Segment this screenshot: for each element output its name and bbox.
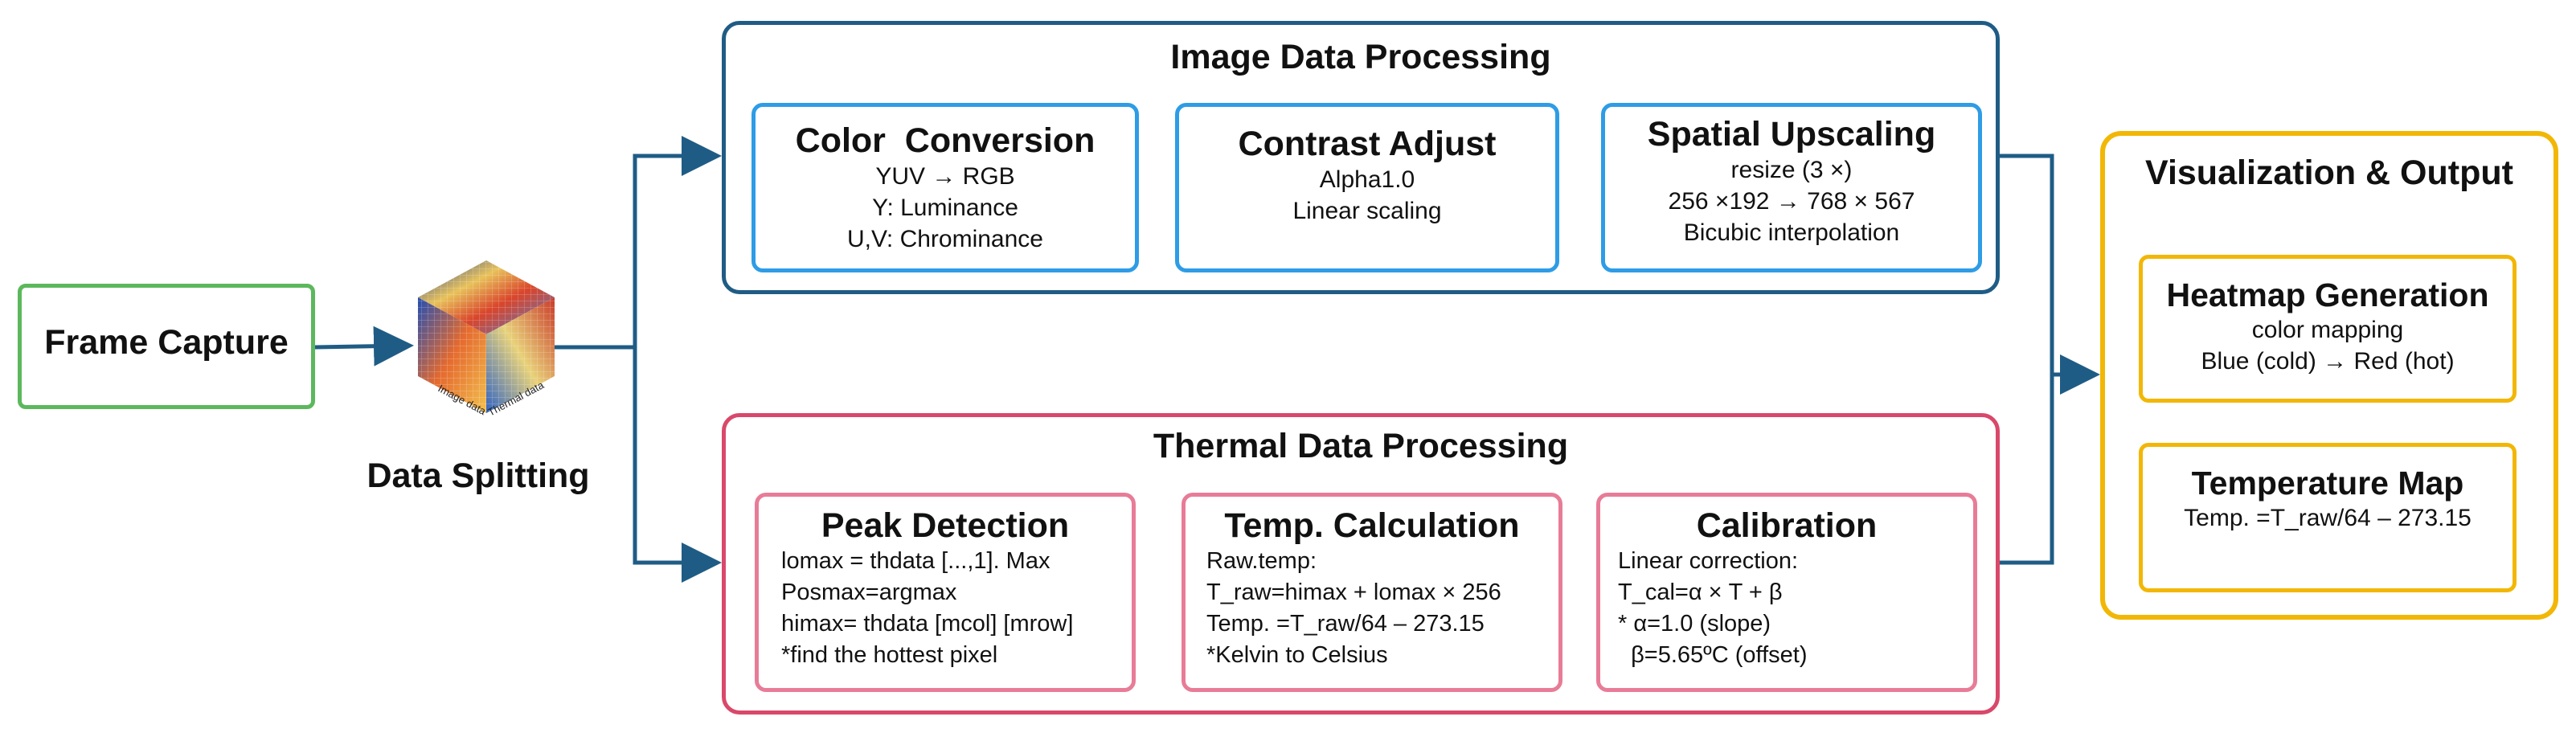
image-processing-title: Image Data Processing: [1170, 38, 1551, 76]
arrow-to-image-processing: [633, 136, 722, 347]
thermal-processing-title: Thermal Data Processing: [1153, 427, 1569, 465]
data-splitting-label: Data Splitting: [367, 457, 590, 495]
calibration-line: Linear correction:: [1618, 548, 1799, 574]
spatial-upscaling-title: Spatial Upscaling: [1647, 115, 1936, 154]
temperature-map-title: Temperature Map: [2191, 465, 2464, 502]
peak-detection-line: himax= thdata [mcol] [mrow]: [781, 611, 1074, 637]
visualization-output-title: Visualization & Output: [2145, 154, 2513, 192]
calibration-line: β=5.65ºC (offset): [1618, 642, 1808, 668]
color-conversion-box: Color Conversion YUV → RGB Y: Luminance …: [752, 103, 1139, 272]
heatmap-generation-title: Heatmap Generation: [2166, 276, 2489, 313]
peak-detection-line: Posmax=argmax: [781, 579, 957, 605]
temp-calculation-line: T_raw=himax + lomax × 256: [1206, 579, 1501, 605]
calibration-title: Calibration: [1696, 506, 1878, 545]
peak-detection-line: *find the hottest pixel: [781, 642, 998, 668]
calibration-line: * α=1.0 (slope): [1618, 611, 1771, 637]
contrast-adjust-title: Contrast Adjust: [1238, 125, 1497, 163]
frame-capture-label: Frame Capture: [44, 323, 289, 362]
spatial-upscaling-line: resize (3 ×): [1730, 157, 1853, 183]
arrow-to-thermal-processing: [633, 347, 722, 583]
temp-calculation-title: Temp. Calculation: [1224, 506, 1520, 545]
spatial-upscaling-line: Bicubic interpolation: [1683, 219, 1900, 246]
image-to-merge: [2000, 154, 2054, 565]
visualization-output-group: Visualization & Output Heatmap Generatio…: [2100, 131, 2558, 620]
peak-detection-box: Peak Detection lomax = thdata [...,1]. M…: [755, 493, 1136, 692]
arrow-frame-to-split: [314, 326, 414, 366]
spatial-upscaling-box: Spatial Upscaling resize (3 ×) 256 ×192 …: [1601, 103, 1982, 272]
heatmap-generation-line: Blue (cold) → Red (hot): [2201, 348, 2455, 375]
contrast-adjust-line: Linear scaling: [1292, 198, 1442, 224]
heatmap-generation-line: color mapping: [2251, 317, 2404, 343]
color-conversion-line: U,V: Chrominance: [847, 226, 1043, 252]
thermal-cube-icon: Image data Thermal data: [418, 260, 555, 419]
temp-calculation-line: Temp. =T_raw/64 – 273.15: [1206, 611, 1485, 637]
peak-detection-line: lomax = thdata [...,1]. Max: [781, 548, 1050, 574]
heatmap-generation-box: Heatmap Generation color mapping Blue (c…: [2139, 255, 2517, 403]
calibration-box: Calibration Linear correction: T_cal=α ×…: [1596, 493, 1977, 692]
image-processing-group: Image Data Processing Color Conversion Y…: [722, 21, 2000, 294]
contrast-adjust-line: Alpha1.0: [1319, 166, 1415, 193]
color-conversion-line: YUV → RGB: [875, 163, 1015, 190]
color-conversion-title: Color Conversion: [795, 121, 1096, 160]
calibration-line: T_cal=α × T + β: [1618, 579, 1783, 605]
temp-calculation-box: Temp. Calculation Raw.temp: T_raw=himax …: [1182, 493, 1562, 692]
temperature-map-box: Temperature Map Temp. =T_raw/64 – 273.15: [2139, 443, 2517, 592]
temp-calculation-line: Raw.temp:: [1206, 548, 1317, 574]
temperature-map-line: Temp. =T_raw/64 – 273.15: [2184, 505, 2472, 531]
color-conversion-line: Y: Luminance: [872, 195, 1018, 221]
thermal-processing-group: Thermal Data Processing Peak Detection l…: [722, 413, 2000, 715]
temp-calculation-line: *Kelvin to Celsius: [1206, 642, 1388, 668]
frame-capture-box: Frame Capture: [18, 284, 315, 409]
spatial-upscaling-line: 256 ×192 → 768 × 567: [1668, 188, 1915, 215]
peak-detection-title: Peak Detection: [821, 506, 1070, 545]
contrast-adjust-box: Contrast Adjust Alpha1.0 Linear scaling: [1175, 103, 1559, 272]
